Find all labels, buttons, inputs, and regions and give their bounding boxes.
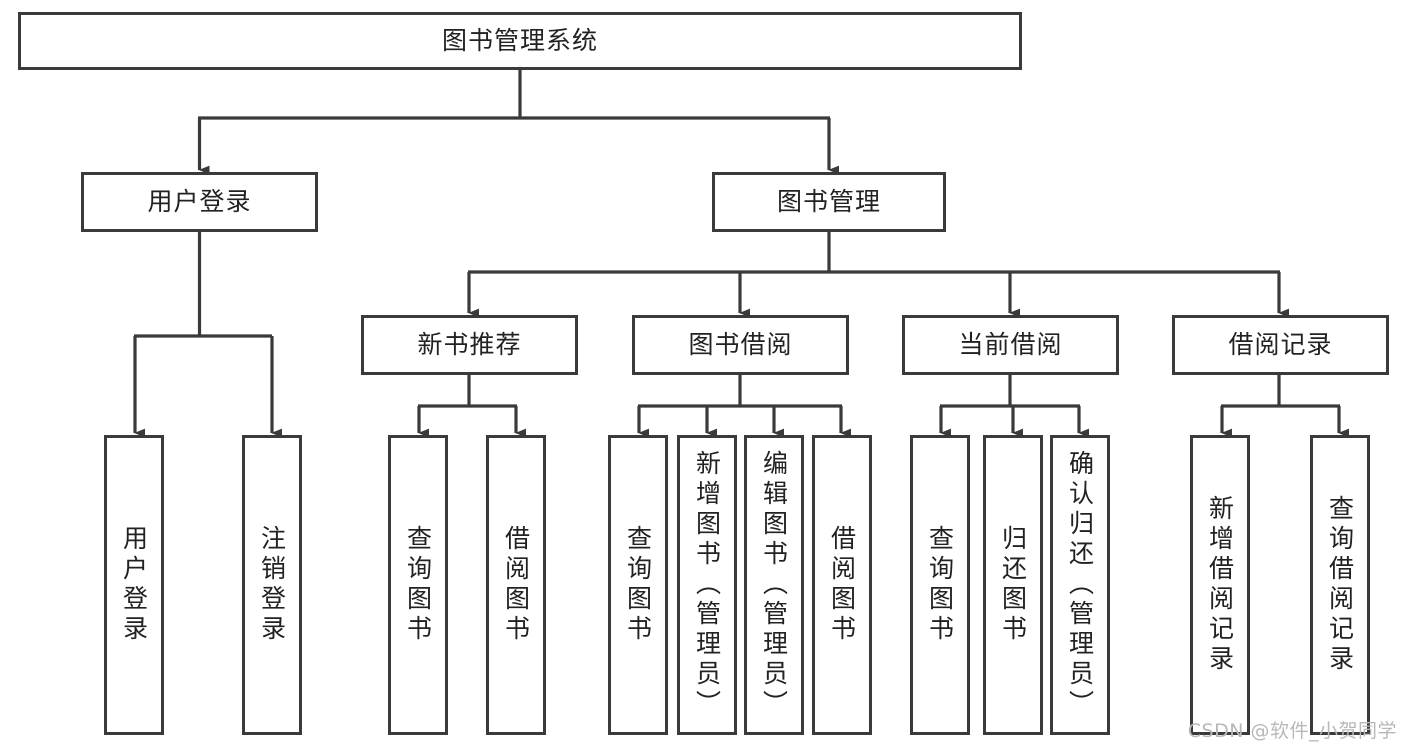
node-new-book-recommend-label: 新书推荐 (417, 330, 522, 360)
node-leaf-borrow-book-1-label: 借阅图书 (501, 525, 531, 645)
node-leaf-add-book-admin-label: 新增图书（管理员） (692, 450, 722, 720)
node-leaf-add-borrow-record-label: 新增借阅记录 (1205, 495, 1235, 675)
node-book-manage[interactable]: 图书管理 (712, 172, 946, 232)
node-new-book-recommend[interactable]: 新书推荐 (361, 315, 578, 375)
node-leaf-borrow-book-2-label: 借阅图书 (827, 525, 857, 645)
node-leaf-user-login-label: 用户登录 (119, 525, 149, 645)
node-leaf-add-borrow-record[interactable]: 新增借阅记录 (1190, 435, 1250, 735)
node-current-borrow[interactable]: 当前借阅 (902, 315, 1119, 375)
node-leaf-query-book-1-label: 查询图书 (403, 525, 433, 645)
node-borrow-record-label: 借阅记录 (1228, 330, 1333, 360)
node-leaf-query-book-2-label: 查询图书 (623, 525, 653, 645)
node-leaf-query-borrow-record-label: 查询借阅记录 (1325, 495, 1355, 675)
node-leaf-edit-book-admin[interactable]: 编辑图书（管理员） (744, 435, 804, 735)
node-leaf-borrow-book-2[interactable]: 借阅图书 (812, 435, 872, 735)
node-leaf-user-login[interactable]: 用户登录 (104, 435, 164, 735)
node-leaf-edit-book-admin-label: 编辑图书（管理员） (759, 450, 789, 720)
node-leaf-return-book[interactable]: 归还图书 (983, 435, 1043, 735)
node-leaf-query-borrow-record[interactable]: 查询借阅记录 (1310, 435, 1370, 735)
node-book-borrow[interactable]: 图书借阅 (632, 315, 849, 375)
csdn-watermark: CSDN @软件_小贺同学 (1187, 720, 1397, 742)
node-leaf-query-book-1[interactable]: 查询图书 (388, 435, 448, 735)
node-current-borrow-label: 当前借阅 (958, 330, 1063, 360)
node-user-login[interactable]: 用户登录 (81, 172, 318, 232)
node-leaf-query-book-2[interactable]: 查询图书 (608, 435, 668, 735)
node-book-borrow-label: 图书借阅 (688, 330, 793, 360)
node-leaf-query-book-3-label: 查询图书 (925, 525, 955, 645)
node-leaf-logout-login[interactable]: 注销登录 (242, 435, 302, 735)
node-leaf-query-book-3[interactable]: 查询图书 (910, 435, 970, 735)
node-leaf-return-book-label: 归还图书 (998, 525, 1028, 645)
node-book-manage-label: 图书管理 (776, 187, 881, 217)
node-user-login-label: 用户登录 (147, 187, 252, 217)
node-borrow-record[interactable]: 借阅记录 (1172, 315, 1389, 375)
node-leaf-add-book-admin[interactable]: 新增图书（管理员） (677, 435, 737, 735)
node-leaf-borrow-book-1[interactable]: 借阅图书 (486, 435, 546, 735)
node-root-system[interactable]: 图书管理系统 (18, 12, 1022, 70)
node-leaf-confirm-return-admin-label: 确认归还（管理员） (1065, 450, 1095, 720)
node-root-system-label: 图书管理系统 (441, 26, 598, 56)
node-leaf-logout-login-label: 注销登录 (257, 525, 287, 645)
node-leaf-confirm-return-admin[interactable]: 确认归还（管理员） (1050, 435, 1110, 735)
